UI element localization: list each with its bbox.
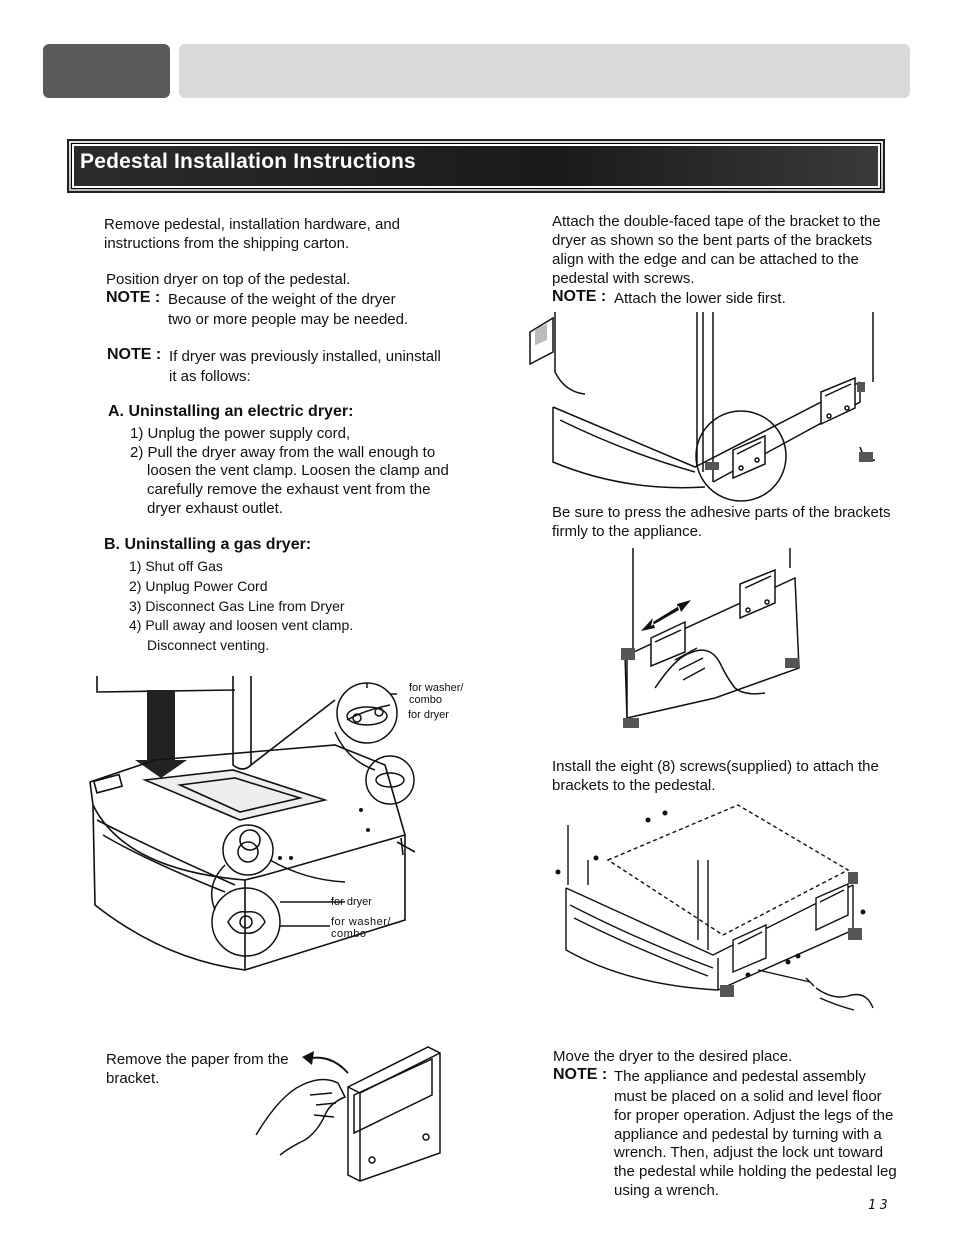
note4-line-4: appliance and pedestal by turning with a — [614, 1126, 882, 1143]
note4-line-2: must be placed on a solid and level floo… — [614, 1088, 882, 1105]
note4-label: NOTE : — [553, 1066, 608, 1083]
section-a-step-1: 1) Unplug the power supply cord, — [130, 425, 351, 442]
remove-paper-line-2: bracket. — [106, 1070, 160, 1087]
remove-paper-line-1: Remove the paper from the — [106, 1051, 289, 1068]
section-b-step-1: 1) Shut off Gas — [129, 558, 223, 574]
note2-line-2: it as follows: — [169, 368, 251, 385]
section-b-title: B. Uninstalling a gas dryer: — [104, 536, 312, 553]
remove-pedestal-line-2: instructions from the shipping carton. — [104, 235, 350, 252]
section-a-title: A. Uninstalling an electric dryer: — [108, 403, 354, 420]
pedestal-placement-figure — [89, 676, 416, 971]
note4-line-3: for proper operation. Adjust the legs of… — [614, 1107, 894, 1124]
section-a-step-2: 2) Pull the dryer away from the wall eno… — [130, 444, 436, 461]
move-dryer-text: Move the dryer to the desired place. — [553, 1048, 793, 1065]
note1-line-2: two or more people may be needed. — [168, 311, 409, 328]
install-screws-line-2: brackets to the pedestal. — [552, 777, 716, 794]
section-a-step-2c: carefully remove the exhaust vent from t… — [147, 481, 431, 498]
note3-text: Attach the lower side first. — [614, 290, 786, 307]
attach-tape-line-4: pedestal with screws. — [552, 270, 695, 287]
attach-tape-line-3: align with the edge and can be attached … — [552, 251, 859, 268]
attach-tape-line-2: dryer as shown so the bent parts of the … — [552, 232, 873, 249]
section-b-step-4: 4) Pull away and loosen vent clamp. — [129, 617, 354, 633]
section-b-step-3: 3) Disconnect Gas Line from Dryer — [129, 598, 345, 614]
install-screws-figure — [555, 804, 874, 1011]
note4-line-7: using a wrench. — [614, 1182, 720, 1199]
note1-line-1: Because of the weight of the dryer — [168, 291, 396, 308]
note2-line-1: If dryer was previously installed, unins… — [169, 348, 441, 365]
press-line-1: Be sure to press the adhesive parts of t… — [552, 504, 891, 521]
press-bracket-figure — [621, 548, 800, 728]
fig1-label-dryer-bottom: for dryer — [331, 896, 372, 908]
fig1-label-washer-top-1: for washer/ — [409, 682, 464, 694]
note4-line-6: the pedestal while holding the pedestal … — [614, 1163, 897, 1180]
position-dryer-text: Position dryer on top of the pedestal. — [106, 271, 351, 288]
fig1-label-washer-top-2: combo — [409, 694, 443, 706]
note4-line-5: wrench. Then, adjust the lock unt toward — [614, 1144, 884, 1161]
install-screws-line-1: Install the eight (8) screws(supplied) t… — [552, 758, 879, 775]
note1-label: NOTE : — [106, 289, 161, 306]
section-title: Pedestal Installation Instructions — [80, 150, 416, 173]
section-a-step-2d: dryer exhaust outlet. — [147, 500, 283, 517]
attach-tape-line-1: Attach the double-faced tape of the brac… — [552, 213, 881, 230]
note4-line-1: The appliance and pedestal assembly — [614, 1068, 866, 1085]
bracket-attach-figure — [529, 312, 876, 502]
fig1-label-dryer-top: for dryer — [408, 709, 449, 721]
header-tab-dark — [43, 44, 170, 98]
note3-label: NOTE : — [552, 288, 607, 305]
header-tab-light — [179, 44, 910, 98]
section-b-step-4b: Disconnect venting. — [147, 637, 270, 653]
section-b-step-2: 2) Unplug Power Cord — [129, 578, 268, 594]
press-line-2: firmly to the appliance. — [552, 523, 703, 540]
note2-label: NOTE : — [107, 346, 162, 363]
section-a-step-2b: loosen the vent clamp. Loosen the clamp … — [147, 462, 449, 479]
remove-pedestal-line-1: Remove pedestal, installation hardware, … — [104, 216, 401, 233]
fig1-label-washer-bottom-1: for washer/ — [331, 916, 391, 928]
section-title-bar — [71, 143, 881, 189]
remove-paper-figure — [255, 1046, 441, 1182]
page-number: 13 — [868, 1198, 892, 1213]
fig1-label-washer-bottom-2: combo — [331, 928, 367, 940]
